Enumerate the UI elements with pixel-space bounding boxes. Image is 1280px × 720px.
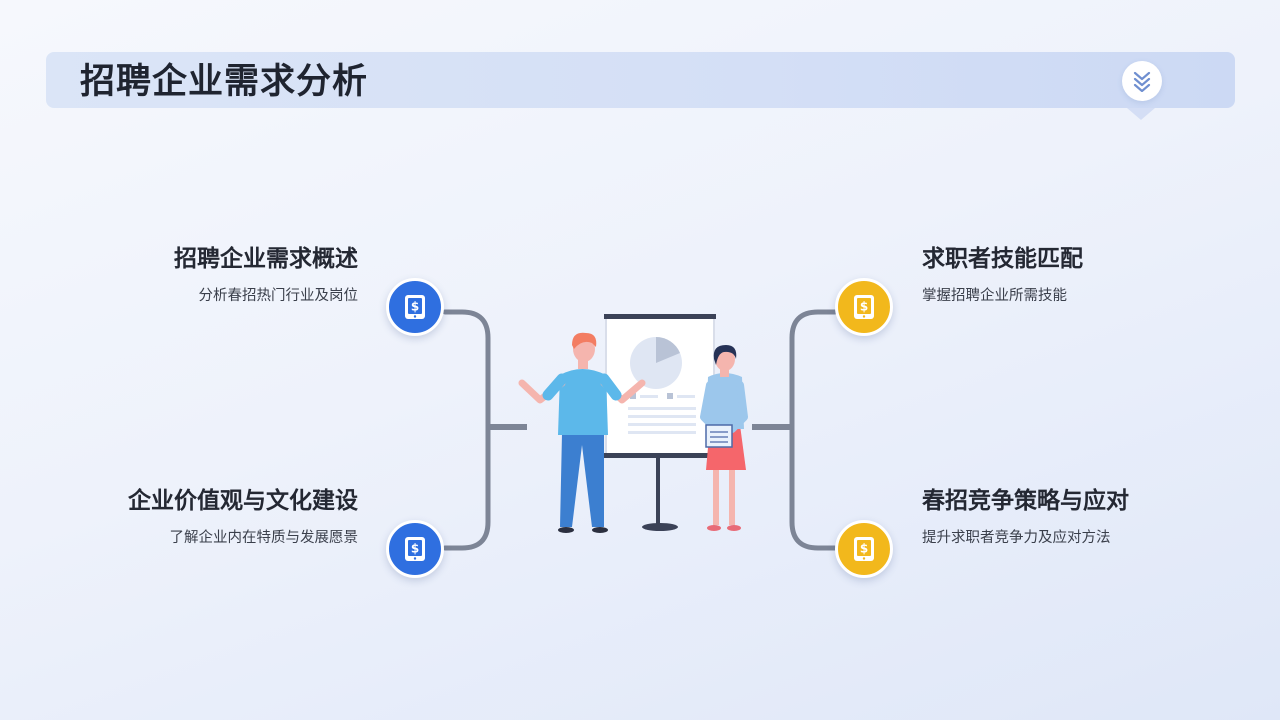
item-title-skills-match: 求职者技能匹配 [922,246,1083,272]
svg-text:$: $ [411,542,419,556]
double-chevron-down-icon [1133,71,1151,92]
node-requirements-overview[interactable]: $ [386,278,444,336]
header-notch [1127,108,1155,120]
item-desc-skills-match: 掌握招聘企业所需技能 [922,288,1067,304]
node-skills-match[interactable]: $ [835,278,893,336]
header-bar [46,52,1235,108]
svg-text:$: $ [411,300,419,314]
item-desc-requirements-overview: 分析春招热门行业及岗位 [198,288,359,304]
svg-text:$: $ [860,542,868,556]
item-title-requirements-overview: 招聘企业需求概述 [174,246,358,272]
scroll-down-badge[interactable] [1122,61,1162,101]
presentation-illustration [518,314,748,533]
item-title-corporate-culture: 企业价值观与文化建设 [128,488,358,514]
mobile-payment-icon: $ [405,295,425,319]
item-desc-competition-strategy: 提升求职者竞争力及应对方法 [922,530,1111,546]
mobile-payment-icon: $ [405,537,425,561]
node-competition-strategy[interactable]: $ [835,520,893,578]
node-corporate-culture[interactable]: $ [386,520,444,578]
svg-text:$: $ [860,300,868,314]
mobile-payment-icon: $ [854,537,874,561]
item-desc-corporate-culture: 了解企业内在特质与发展愿景 [169,530,359,546]
mobile-payment-icon: $ [854,295,874,319]
page-title: 招聘企业需求分析 [80,62,369,102]
item-title-competition-strategy: 春招竞争策略与应对 [922,488,1129,514]
